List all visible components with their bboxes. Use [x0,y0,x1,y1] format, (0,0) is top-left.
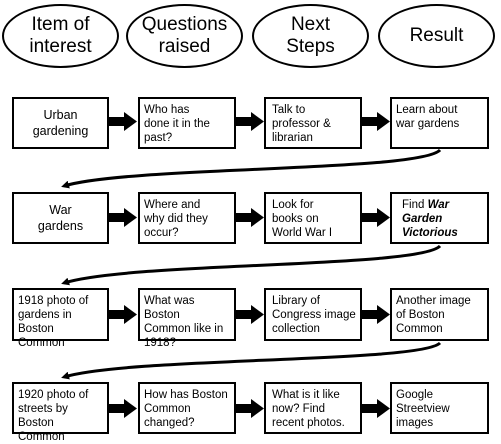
header-next-steps: Next Steps [252,4,369,68]
step-box-war-gardens: War gardens [12,192,109,244]
step-box-find-war-garden-victorious: Find War Garden Victorious [390,192,489,244]
step-box-look-for-books: Look for books on World War I [264,192,362,244]
arrow-row3-c [362,305,390,324]
step-box-where-and-why: Where and why did they occur? [138,192,236,244]
arrow-row4-a [109,399,137,418]
arrow-row4-b [236,399,264,418]
step-box-another-image: Another image of Boston Common [390,288,489,341]
arrow-row2-b [236,208,264,227]
book-title-text: War Garden Victorious [402,199,458,239]
arrow-row2-c [362,208,390,227]
step-box-who-has-done-it: Who has done it in the past? [138,97,236,149]
step-box-learn-about-war-gardens: Learn about war gardens [390,97,489,149]
step-box-what-is-it-like-now: What is it like now? Find recent photos. [264,382,362,434]
step-box-1920-photo: 1920 photo of streets by Boston Common [12,382,109,443]
return-connector-2 [61,244,442,286]
header-result: Result [378,4,495,68]
return-connector-3 [61,341,442,380]
arrow-row4-c [362,399,390,418]
arrow-row3-b [236,305,264,324]
header-item-of-interest: Item of interest [2,4,119,68]
step-box-urban-gardening: Urban gardening [12,97,109,149]
step-box-how-has-boston-common-changed: How has Boston Common changed? [138,382,236,434]
header-questions-raised: Questions raised [126,4,243,68]
arrow-row2-a [109,208,137,227]
arrow-row1-a [109,112,137,131]
step-box-1918-photo: 1918 photo of gardens in Boston Common [12,288,109,349]
return-connector-1 [61,148,442,189]
result-prefix-text: Find [402,199,425,211]
step-box-google-streetview: Google Streetview images [390,382,489,434]
step-box-what-was-boston-common: What was Boston Common like in 1918? [138,288,236,349]
step-box-library-of-congress: Library of Congress image collection [264,288,362,341]
step-box-talk-to-professor: Talk to professor & librarian [264,97,362,149]
arrow-row1-b [236,112,264,131]
arrow-row3-a [109,305,137,324]
arrow-row1-c [362,112,390,131]
